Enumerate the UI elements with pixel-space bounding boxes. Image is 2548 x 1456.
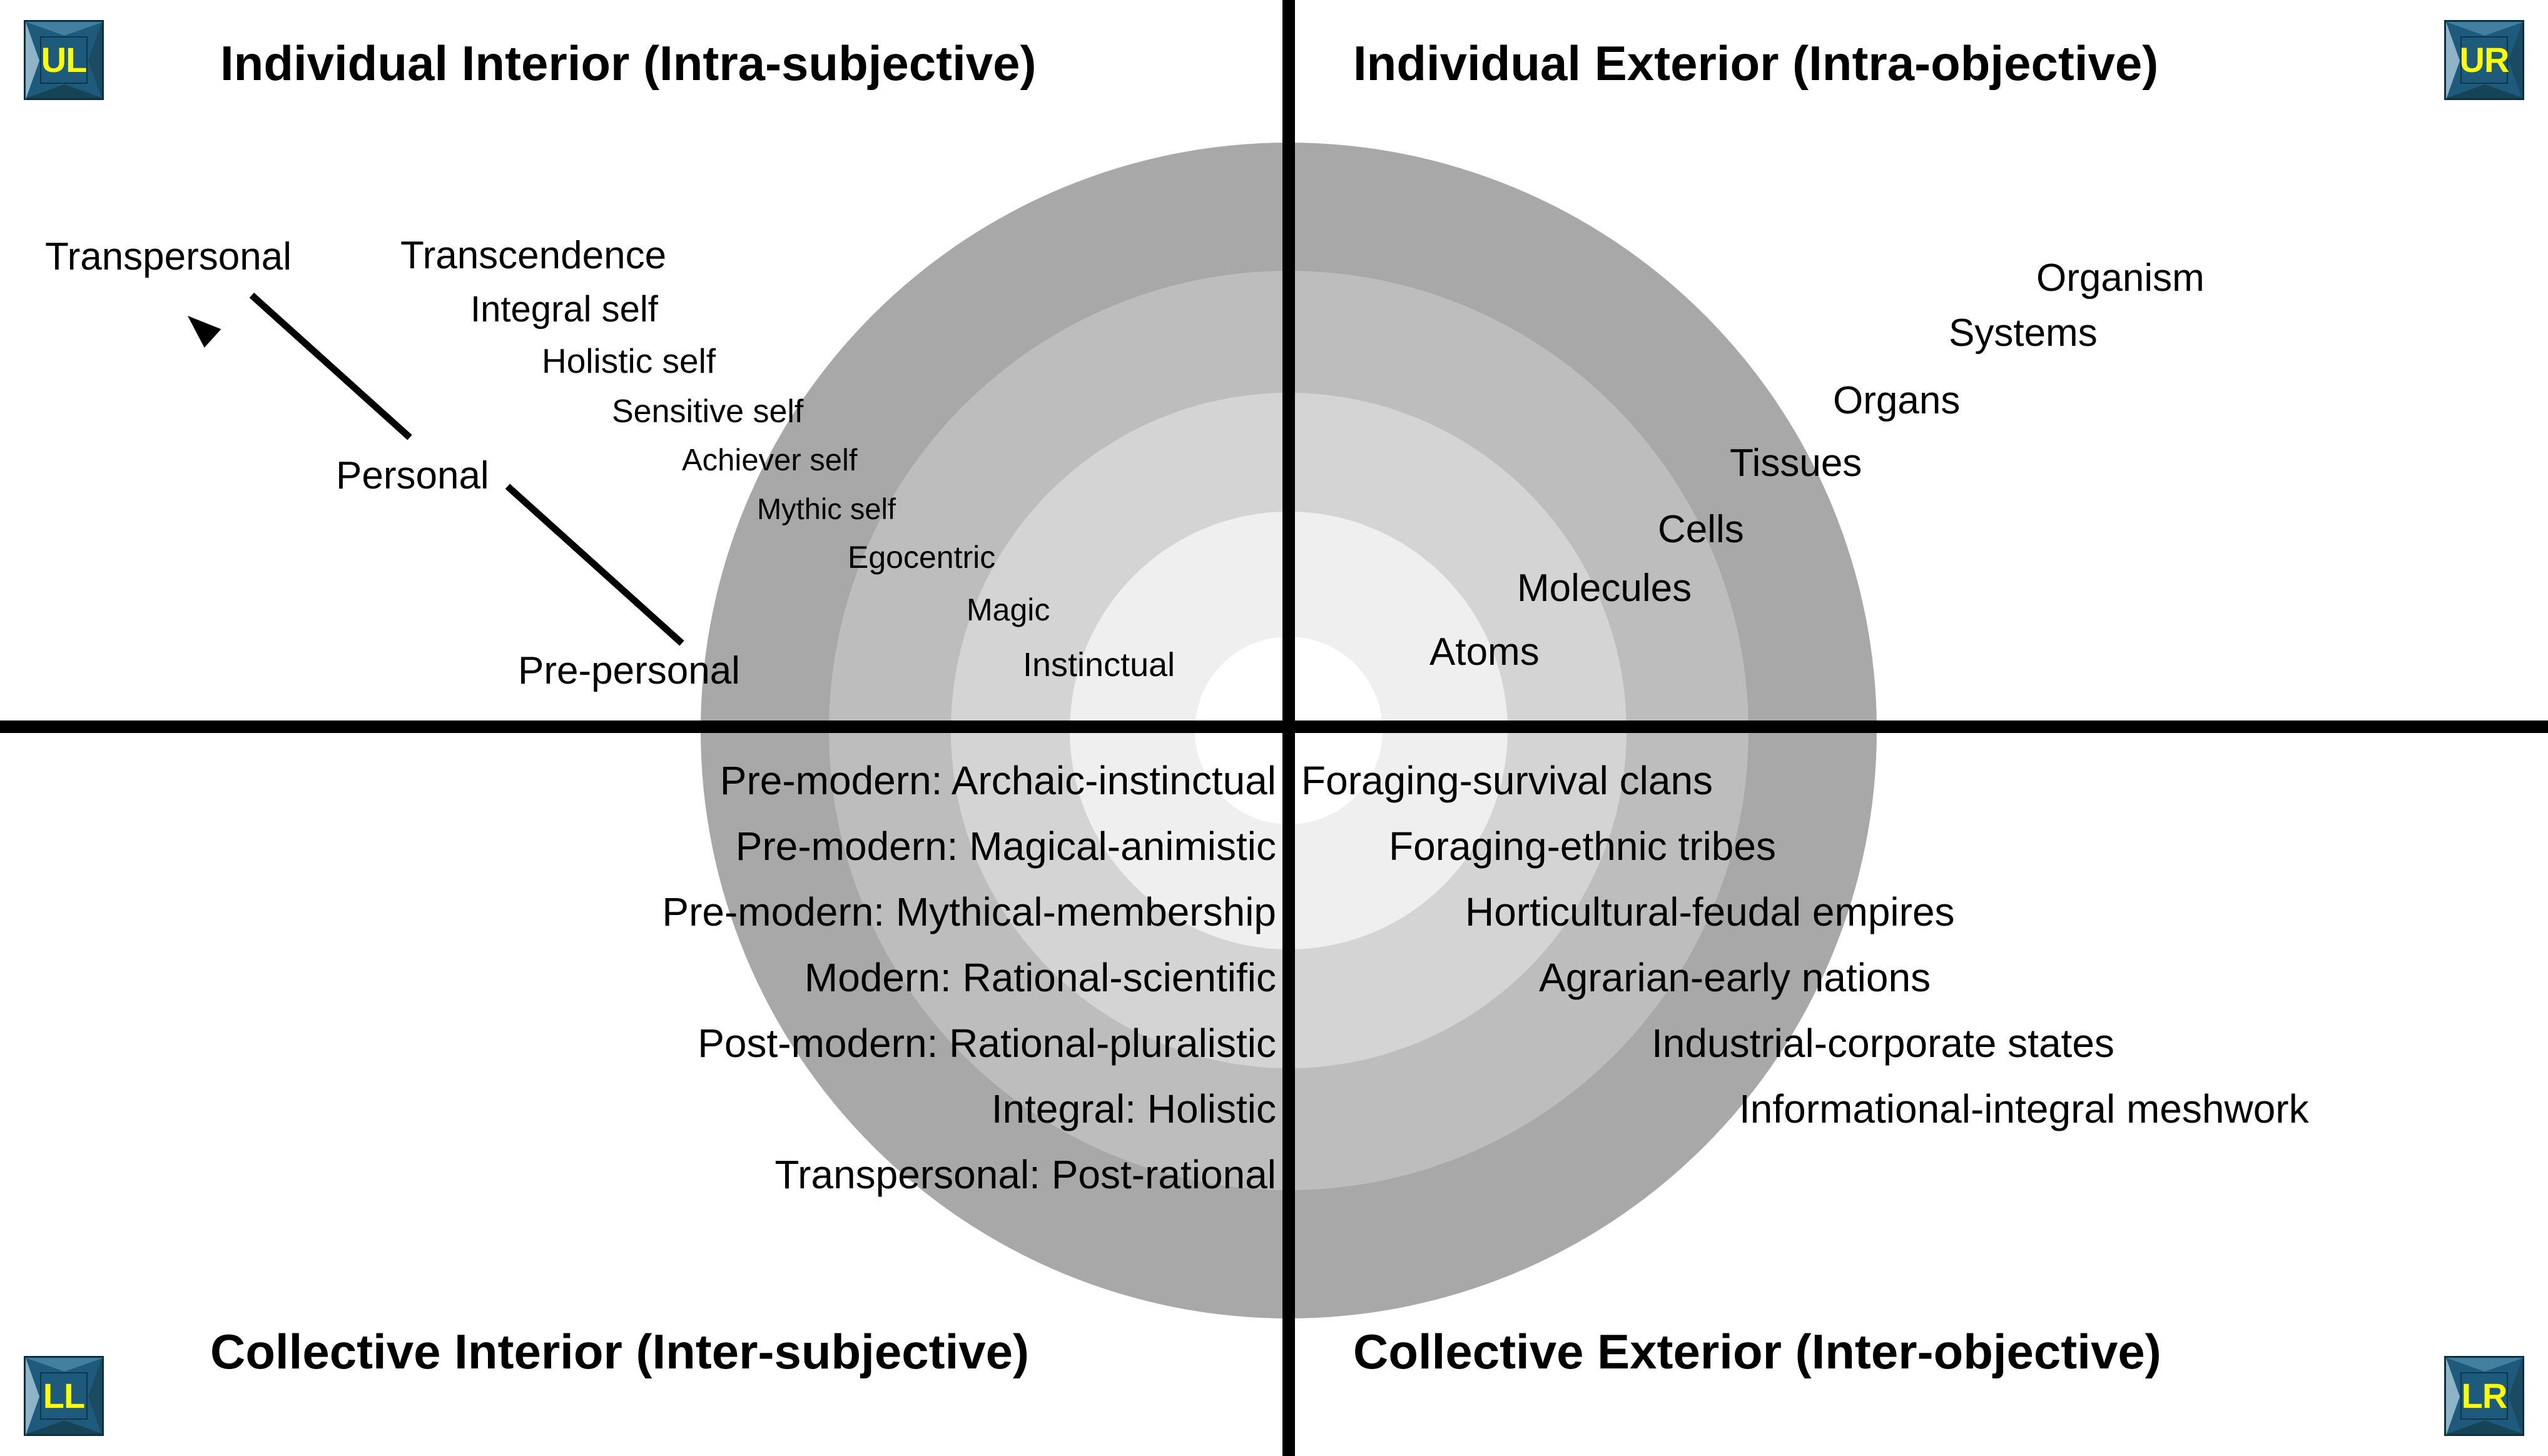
bevel-left: [26, 1358, 39, 1435]
ll-list-item: Post-modern: Rational-pluralistic: [698, 1021, 1276, 1066]
heading-upper-left: Individual Interior (Intra-subjective): [220, 36, 1037, 91]
badge-label-lr: LR: [2461, 1376, 2508, 1415]
bevel-right: [88, 1358, 102, 1435]
ul-stage-item: Mythic self: [757, 492, 896, 525]
bevel-top: [2446, 22, 2524, 36]
ll-list-item: Integral: Holistic: [991, 1086, 1276, 1131]
ur-holon-item: Tissues: [1730, 442, 1862, 485]
lr-list-item: Industrial-corporate states: [1652, 1021, 2114, 1066]
ul-stage-item: Transcendence: [400, 234, 667, 277]
lr-list-item: Horticultural-feudal empires: [1465, 889, 1955, 934]
badge-face: [40, 1372, 88, 1420]
bevel-bottom: [2446, 84, 2524, 98]
ul-stage-item: Integral self: [470, 289, 658, 330]
badge-lower-right[interactable]: LR: [2444, 1356, 2524, 1436]
heading-lower-left: Collective Interior (Inter-subjective): [210, 1324, 1029, 1379]
ur-holon-item: Organs: [1833, 379, 1961, 422]
ur-holon-item: Organism: [2036, 256, 2205, 300]
bevel-bottom: [2446, 1420, 2524, 1434]
heading-lower-right: Collective Exterior (Inter-objective): [1353, 1324, 2161, 1379]
ul-stage-item: Egocentric: [848, 540, 996, 575]
bevel-right: [88, 22, 102, 99]
ul-stage-item: Sensitive self: [612, 393, 804, 430]
bevel-left: [2446, 1358, 2460, 1435]
ul-stage-item: Instinctual: [1023, 646, 1175, 684]
lr-list-item: Foraging-ethnic tribes: [1389, 824, 1776, 869]
ul-stage-item: Achiever self: [682, 443, 858, 477]
badge-face: [2460, 1372, 2508, 1420]
ul-stage-item: Magic: [967, 592, 1050, 627]
ur-holon-item: Atoms: [1429, 630, 1540, 674]
bevel-top: [26, 22, 103, 36]
ll-list-item: Transpersonal: Post-rational: [774, 1152, 1276, 1197]
lr-list-item: Foraging-survival clans: [1301, 758, 1713, 803]
badge-face: [40, 36, 88, 84]
badge-upper-right[interactable]: UR: [2444, 20, 2524, 100]
ur-holon-item: Systems: [1949, 311, 2098, 355]
badge-label-ul: UL: [41, 40, 88, 79]
horizontal-axis-divider: [0, 720, 2548, 733]
bevel-left: [26, 22, 39, 99]
bevel-left: [2446, 22, 2460, 99]
lr-list-item: Informational-integral meshwork: [1739, 1086, 2309, 1131]
developmental-arrow-segment-lower: [505, 483, 684, 646]
anchor-personal: Personal: [336, 454, 489, 497]
badge-lower-left[interactable]: LL: [24, 1356, 104, 1436]
bevel-bottom: [26, 84, 103, 98]
bevel-right: [2509, 1358, 2522, 1435]
bevel-top: [26, 1358, 103, 1372]
heading-upper-right: Individual Exterior (Intra-objective): [1353, 36, 2159, 91]
badge-label-ll: LL: [43, 1376, 85, 1415]
ur-holon-item: Cells: [1658, 508, 1744, 551]
bevel-right: [2509, 22, 2522, 99]
ll-list-item: Pre-modern: Magical-animistic: [735, 824, 1276, 869]
arrow-head-icon: [179, 306, 221, 348]
bevel-top: [2446, 1358, 2524, 1372]
anchor-pre-personal: Pre-personal: [518, 649, 740, 692]
ll-list-item: Pre-modern: Archaic-instinctual: [719, 758, 1276, 803]
ur-holon-item: Molecules: [1517, 567, 1692, 610]
badge-upper-left[interactable]: UL: [24, 20, 104, 100]
badge-face: [2460, 36, 2508, 84]
lr-list-item: Agrarian-early nations: [1539, 955, 1931, 1000]
developmental-arrow-segment-upper: [249, 292, 412, 440]
anchor-transpersonal: Transpersonal: [45, 235, 292, 278]
ll-list-item: Modern: Rational-scientific: [804, 955, 1276, 1000]
badge-label-ur: UR: [2459, 40, 2510, 79]
ll-list-item: Pre-modern: Mythical-membership: [662, 889, 1276, 934]
ul-stage-item: Holistic self: [542, 341, 716, 380]
bevel-bottom: [26, 1420, 103, 1434]
